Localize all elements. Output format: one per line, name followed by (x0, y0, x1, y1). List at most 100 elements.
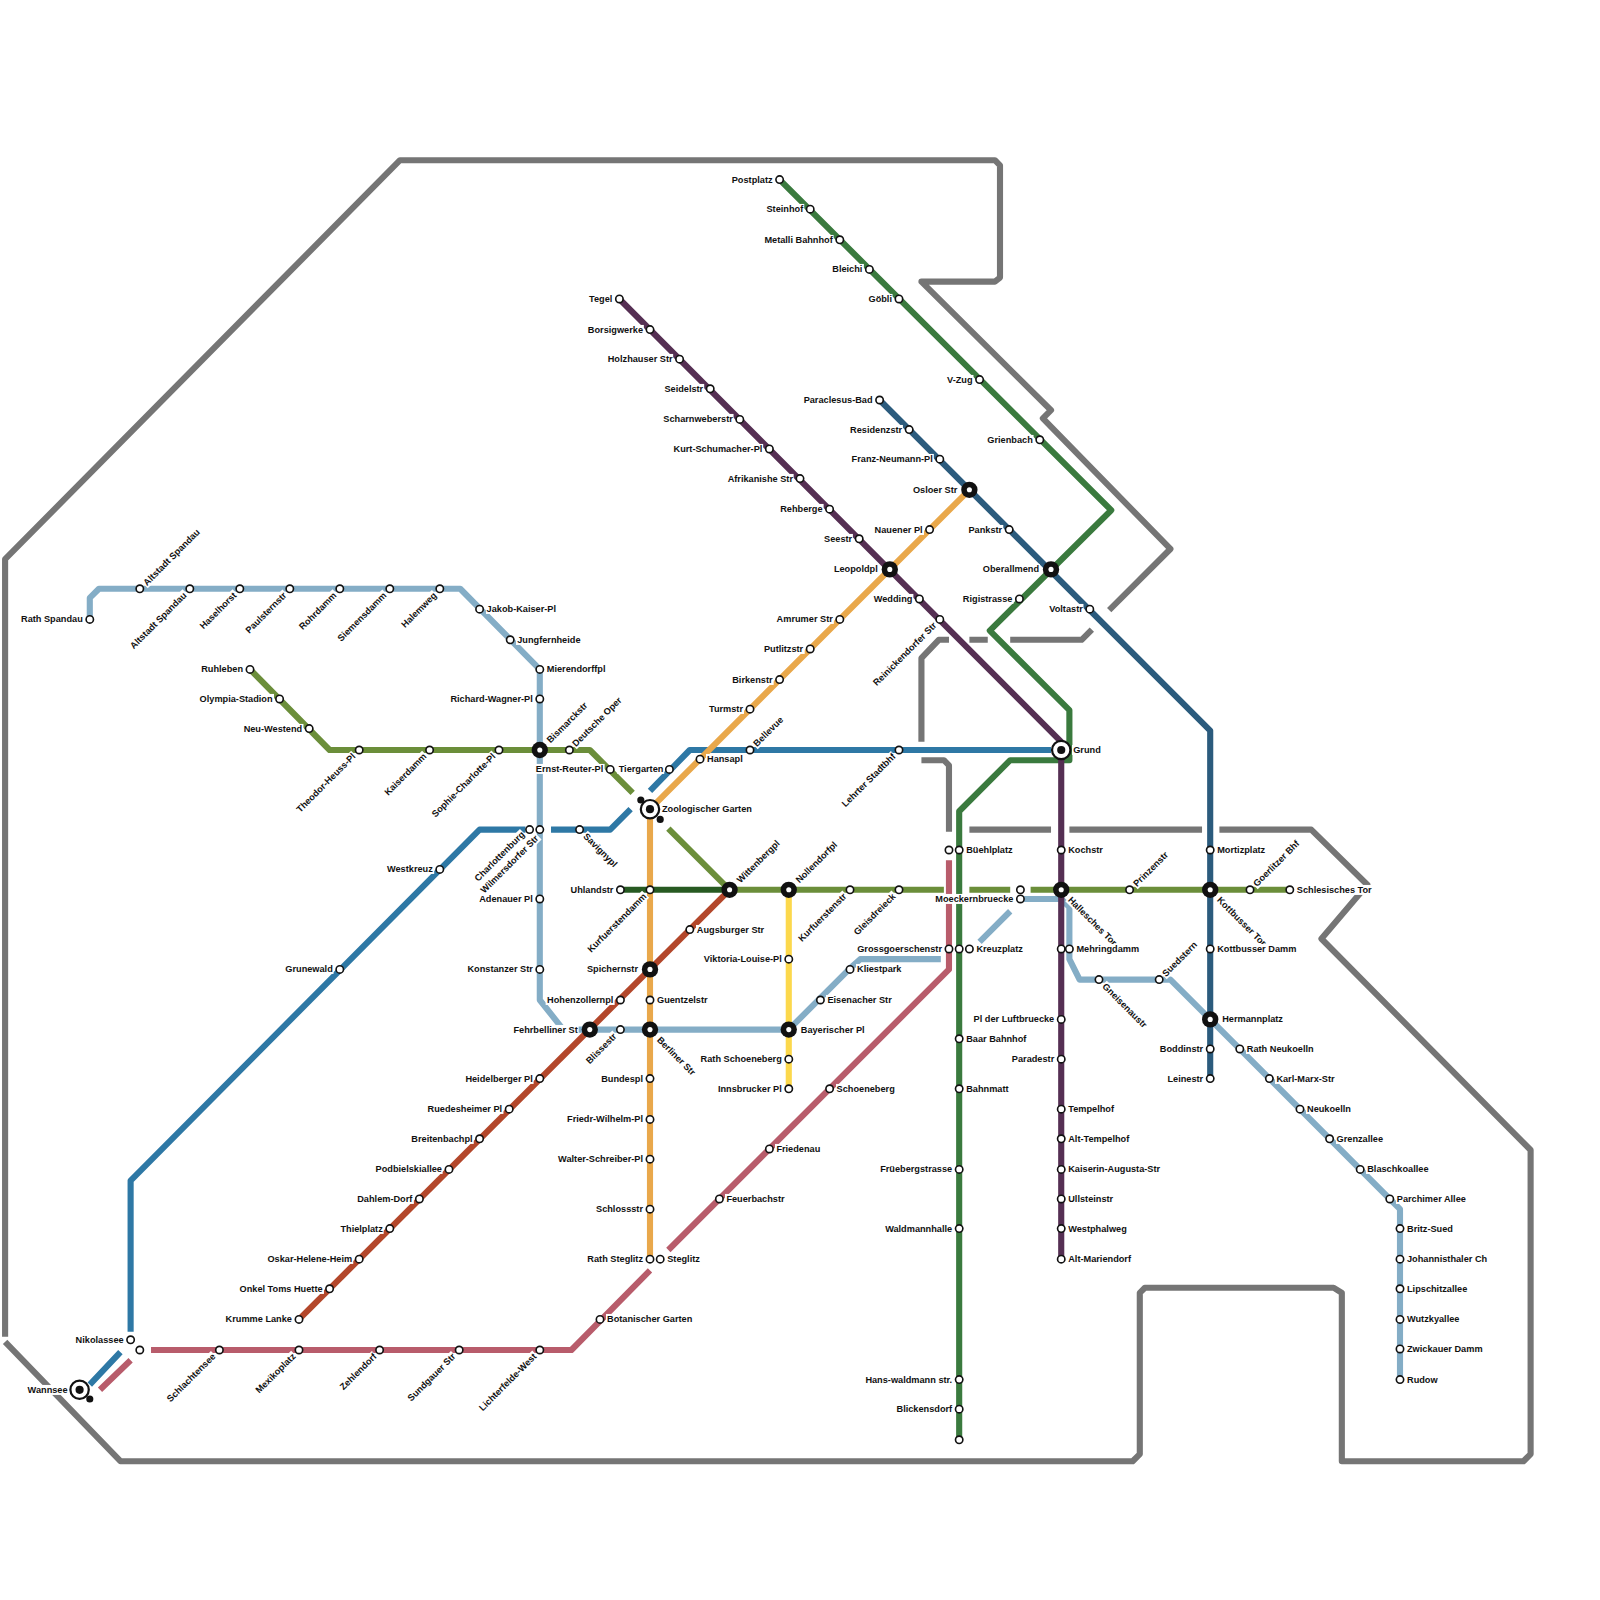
station-dot (326, 1285, 333, 1292)
station-label: Kurt-Schumacher-Pl (673, 444, 764, 454)
station-label: Baar Bahnhof (965, 1034, 1027, 1044)
station-label: Thielplatz (339, 1224, 383, 1234)
station-dot (766, 445, 773, 452)
station-label: Sophie-Charlotte-Pl (429, 751, 498, 820)
hub-ring-centre (1057, 746, 1065, 754)
station-label: Suedstern (1160, 939, 1200, 979)
station-dot (746, 746, 753, 753)
station-label: Schoeneberg (836, 1084, 896, 1094)
station-label: Kottbusser Damm (1216, 944, 1297, 954)
station-label: Nollendorfpl (793, 839, 840, 886)
station-dot (1058, 1195, 1065, 1202)
line-olive (250, 669, 1291, 889)
station-label: Haselhorst (197, 589, 239, 631)
station-dot (1058, 1106, 1065, 1113)
station-label: Sundgauer Str (405, 1351, 458, 1404)
station-label: Bellevue (751, 714, 786, 749)
station-dot (1126, 886, 1133, 893)
station-dot (436, 585, 443, 592)
station-label: Putlitzstr (763, 644, 804, 654)
station-label: Reinickendorfer Str (870, 620, 939, 689)
station-dot (956, 846, 963, 853)
station-dot (186, 585, 193, 592)
interchange-dot-centre (967, 487, 972, 492)
station-label: Lipschitzallee (1406, 1284, 1468, 1294)
station-label: Tempelhof (1067, 1104, 1115, 1114)
station-dot (536, 1075, 543, 1082)
station-dot (476, 1135, 483, 1142)
station-label: Schlachtensee (165, 1351, 219, 1405)
station-label: Hallesches Tor (1065, 894, 1119, 948)
station-label: Hansapl (706, 754, 744, 764)
station-dot (1058, 1166, 1065, 1173)
station-dot (646, 886, 653, 893)
line-brown (299, 890, 730, 1320)
station-dot (906, 426, 913, 433)
station-dot (356, 746, 363, 753)
station-dot (1058, 1256, 1065, 1263)
station-label: Siemensdamm (335, 589, 389, 643)
station-dot (1207, 945, 1214, 952)
station-dot (817, 996, 824, 1003)
station-label: Birkenstr (731, 675, 773, 685)
station-dot (376, 1346, 383, 1353)
station-dot (536, 1346, 543, 1353)
station-dot (86, 616, 93, 623)
interchange-dot-centre (647, 1027, 652, 1032)
station-dot (1246, 886, 1253, 893)
interchange-dot (721, 882, 737, 898)
station-label: Rigistrasse (962, 594, 1014, 604)
hub-ring (1052, 741, 1070, 759)
station-label: Osloer Str (912, 485, 958, 495)
station-dot (956, 1085, 963, 1092)
station-dot (785, 1085, 792, 1092)
station-dot (1396, 1316, 1403, 1323)
station-label: Schlossstr (595, 1204, 644, 1214)
station-dot (736, 416, 743, 423)
station-label: Jakob-Kaiser-Pl (486, 604, 557, 614)
interchange-dot (532, 742, 548, 758)
station-dot (536, 966, 543, 973)
station-dot (1296, 1106, 1303, 1113)
station-dot (846, 886, 853, 893)
station-dot (507, 636, 514, 643)
station-dot (956, 1406, 963, 1413)
hub-ring (641, 800, 659, 818)
station-label: Holzhauser Str (607, 354, 674, 364)
station-label: Eisenacher Str (826, 995, 892, 1005)
station-dot (1086, 606, 1093, 613)
station-label: Kliestpark (856, 964, 902, 974)
interchange-dot (961, 482, 977, 498)
station-dot (776, 676, 783, 683)
station-label: Friedr-Wilhelm-Pl (566, 1114, 644, 1124)
station-label: Blaschkoallee (1366, 1164, 1429, 1174)
station-dot (536, 666, 543, 673)
station-label: Ernst-Reuter-Pl (535, 764, 604, 774)
station-label: Grund (1072, 745, 1102, 755)
interchange-dot-centre (1048, 567, 1053, 572)
station-dot (836, 236, 843, 243)
station-dot (236, 585, 243, 592)
station-dot (956, 1035, 963, 1042)
station-label: Paraclesus-Bad (803, 395, 874, 405)
station-label: Rath Spandau (20, 614, 84, 624)
station-label: Paradestr (1011, 1054, 1055, 1064)
station-dot (1396, 1225, 1403, 1232)
interchange-dot (1202, 1011, 1218, 1027)
station-label: Blissestr (584, 1030, 620, 1066)
station-dot (866, 266, 873, 273)
station-dot (676, 356, 683, 363)
station-label: Paulsternstr (243, 589, 289, 635)
station-label: Rath Schoeneberg (700, 1054, 783, 1064)
station-dot (646, 1075, 653, 1082)
station-dot (646, 1256, 653, 1263)
interchange-dot (582, 1021, 598, 1037)
station-dot (945, 846, 952, 853)
station-dot (386, 1225, 393, 1232)
station-dot (895, 886, 902, 893)
station-dot (1207, 1075, 1214, 1082)
station-dot (536, 826, 543, 833)
station-dot (1207, 846, 1214, 853)
station-dot (1058, 1225, 1065, 1232)
